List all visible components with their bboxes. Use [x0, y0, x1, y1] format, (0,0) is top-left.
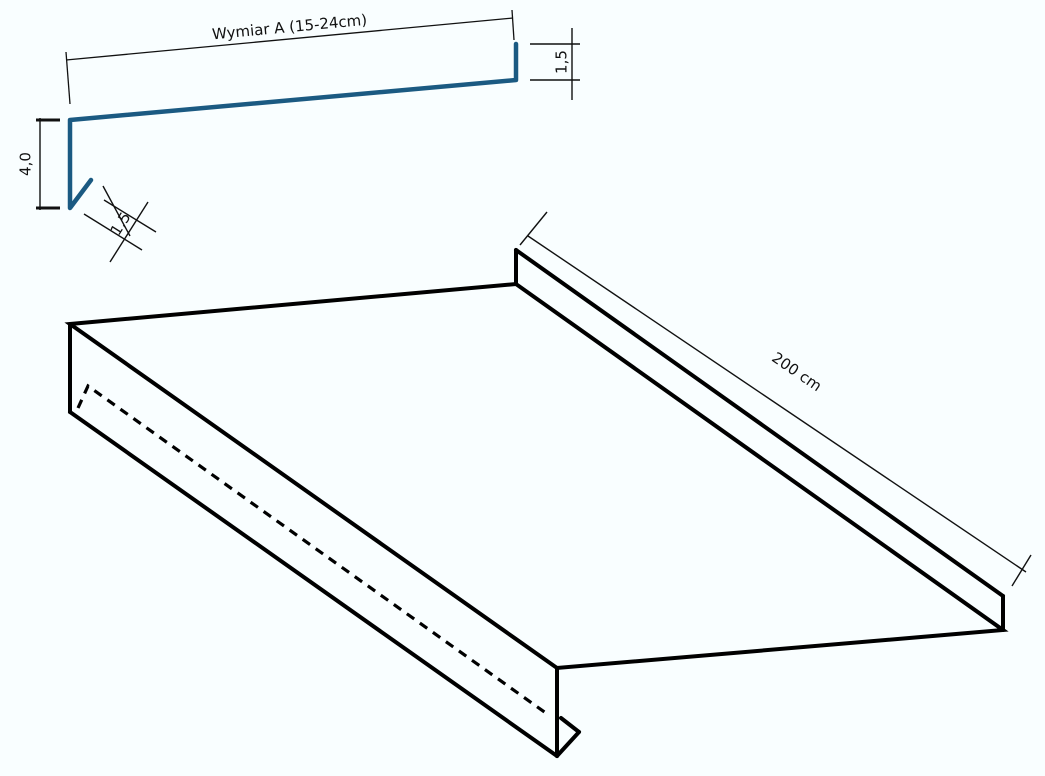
isometric-sill: 200 cm	[64, 211, 1032, 758]
length-dimension	[519, 211, 1032, 587]
hidden-drip-line	[76, 383, 551, 718]
profile-section: Wymiar A (15-24cm) 1,5 4,0 1,5	[17, 9, 580, 263]
profile-outline	[67, 41, 519, 211]
back-upstand-dimension	[530, 28, 580, 100]
drip-edge-dimension	[83, 185, 157, 263]
drip-edge-label: 1,5	[107, 209, 135, 239]
back-upstand-label: 1,5	[553, 50, 571, 74]
length-dimension-label: 200 cm	[769, 349, 826, 396]
front-drop-dimension	[36, 118, 60, 210]
front-drop-label: 4,0	[17, 152, 35, 176]
width-dimension	[65, 9, 515, 105]
sill-outline	[64, 248, 1009, 758]
